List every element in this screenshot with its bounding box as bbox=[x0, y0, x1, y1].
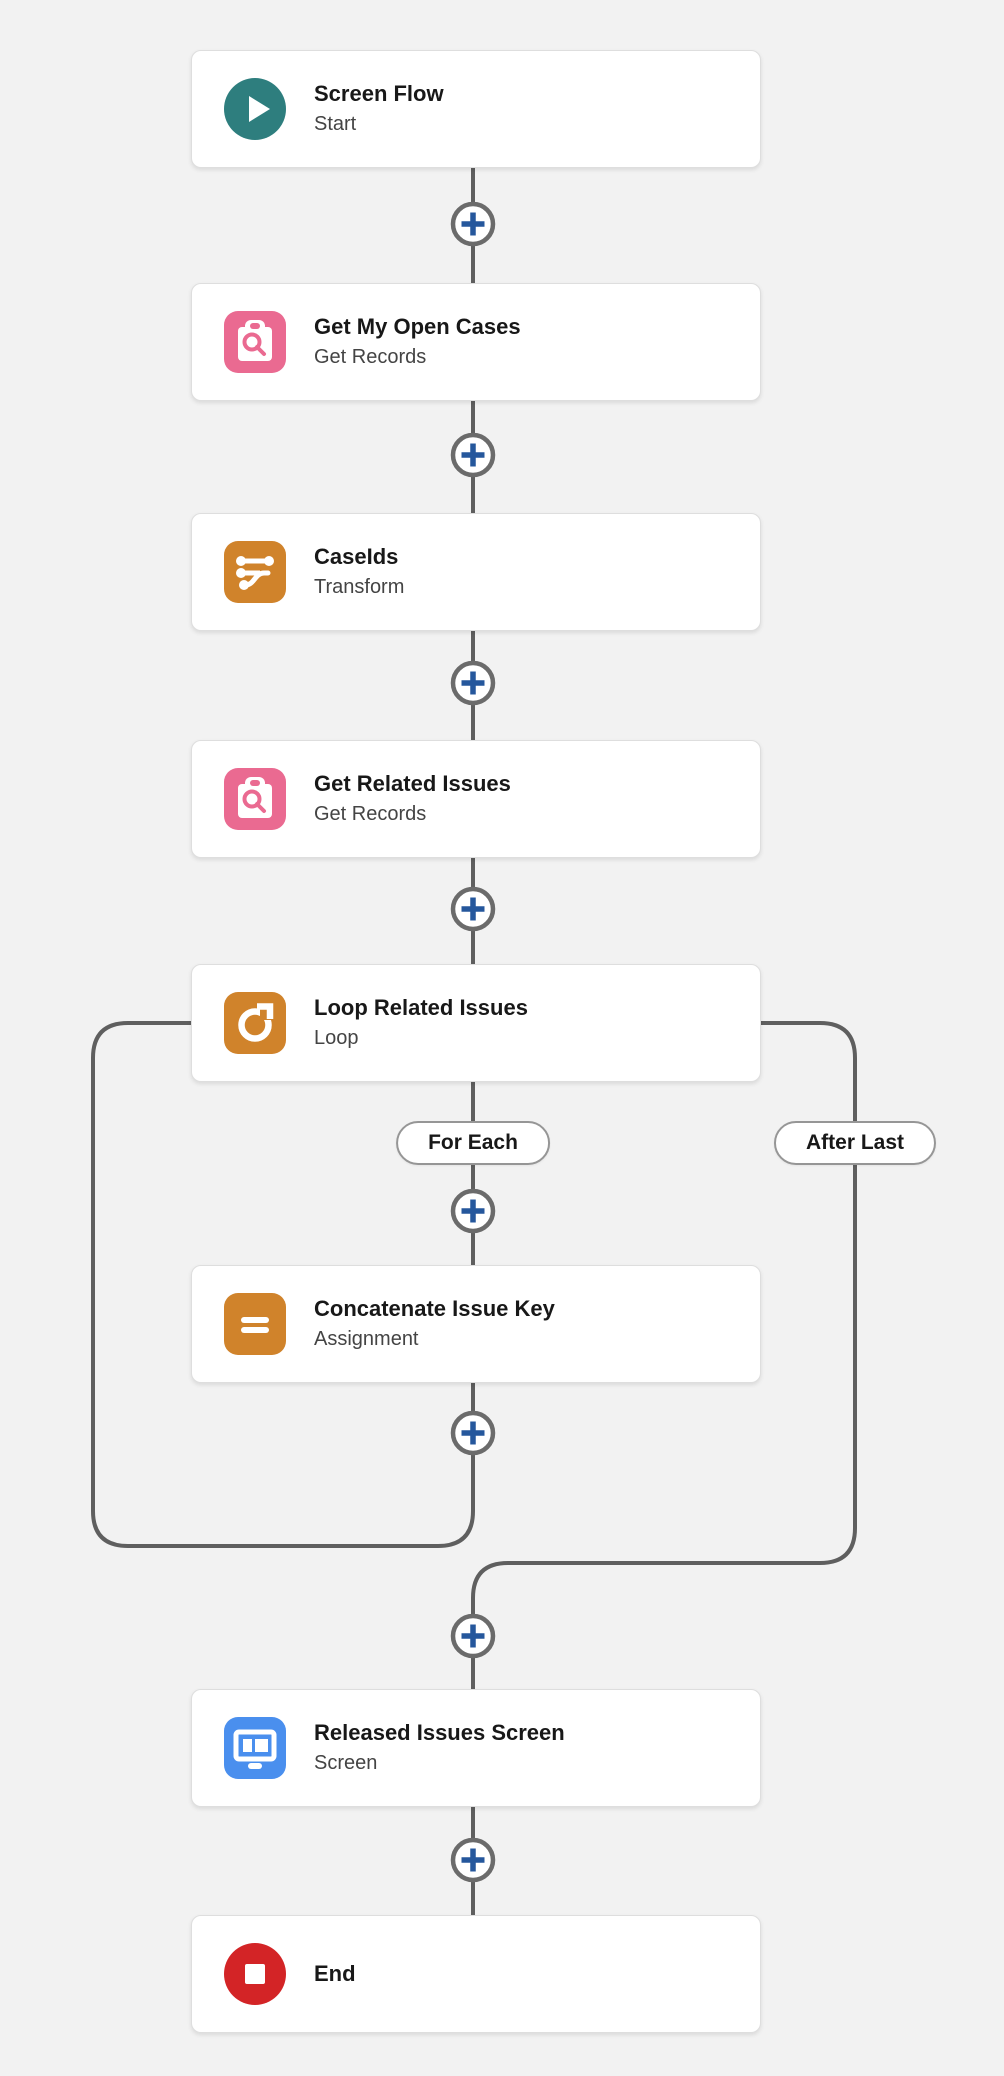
flow-node-get-my-open-cases[interactable]: Get My Open Cases Get Records bbox=[191, 283, 761, 401]
node-title: CaseIds bbox=[314, 544, 399, 569]
add-element-button[interactable] bbox=[450, 886, 496, 932]
branch-label-for-each: For Each bbox=[396, 1121, 550, 1165]
node-title: Get My Open Cases bbox=[314, 314, 521, 339]
play-icon bbox=[224, 78, 286, 140]
node-subtitle: Get Records bbox=[314, 346, 427, 368]
add-element-button[interactable] bbox=[450, 1837, 496, 1883]
flow-node-loop-related-issues[interactable]: Loop Related Issues Loop bbox=[191, 964, 761, 1082]
node-subtitle: Start bbox=[314, 113, 357, 135]
node-title: Get Related Issues bbox=[314, 771, 511, 796]
branch-label-text: After Last bbox=[805, 1131, 905, 1154]
screen-icon bbox=[224, 1717, 286, 1779]
branch-label-text: For Each bbox=[428, 1131, 518, 1154]
add-element-button[interactable] bbox=[450, 1188, 496, 1234]
assignment-icon bbox=[224, 1293, 286, 1355]
record-lookup-icon bbox=[224, 311, 286, 373]
plus-icon bbox=[450, 886, 496, 932]
branch-label-after-last: After Last bbox=[773, 1121, 937, 1165]
node-subtitle: Transform bbox=[314, 576, 405, 598]
plus-icon bbox=[450, 432, 496, 478]
flow-node-released-issues-screen[interactable]: Released Issues Screen Screen bbox=[191, 1689, 761, 1807]
flow-node-caseids[interactable]: CaseIds Transform bbox=[191, 513, 761, 631]
node-subtitle: Loop bbox=[314, 1027, 359, 1049]
plus-icon bbox=[450, 660, 496, 706]
flow-node-get-related-issues[interactable]: Get Related Issues Get Records bbox=[191, 740, 761, 858]
record-lookup-icon bbox=[224, 768, 286, 830]
plus-icon bbox=[450, 1188, 496, 1234]
node-title: Loop Related Issues bbox=[314, 995, 528, 1020]
transform-icon bbox=[224, 541, 286, 603]
node-subtitle: Assignment bbox=[314, 1328, 419, 1350]
plus-icon bbox=[450, 1837, 496, 1883]
loop-icon bbox=[224, 992, 286, 1054]
add-element-button[interactable] bbox=[450, 201, 496, 247]
add-element-button[interactable] bbox=[450, 1410, 496, 1456]
node-subtitle: Screen bbox=[314, 1752, 378, 1774]
flow-node-concatenate-issue-key[interactable]: Concatenate Issue Key Assignment bbox=[191, 1265, 761, 1383]
plus-icon bbox=[450, 201, 496, 247]
plus-icon bbox=[450, 1613, 496, 1659]
plus-icon bbox=[450, 1410, 496, 1456]
node-title: Screen Flow bbox=[314, 81, 444, 106]
flow-node-end[interactable]: End bbox=[191, 1915, 761, 2033]
node-title: Released Issues Screen bbox=[314, 1720, 565, 1745]
node-title: End bbox=[314, 1961, 356, 1986]
node-title: Concatenate Issue Key bbox=[314, 1296, 555, 1321]
add-element-button[interactable] bbox=[450, 1613, 496, 1659]
add-element-button[interactable] bbox=[450, 660, 496, 706]
flow-node-start[interactable]: Screen Flow Start bbox=[191, 50, 761, 168]
add-element-button[interactable] bbox=[450, 432, 496, 478]
node-subtitle: Get Records bbox=[314, 803, 427, 825]
end-icon bbox=[224, 1943, 286, 2005]
